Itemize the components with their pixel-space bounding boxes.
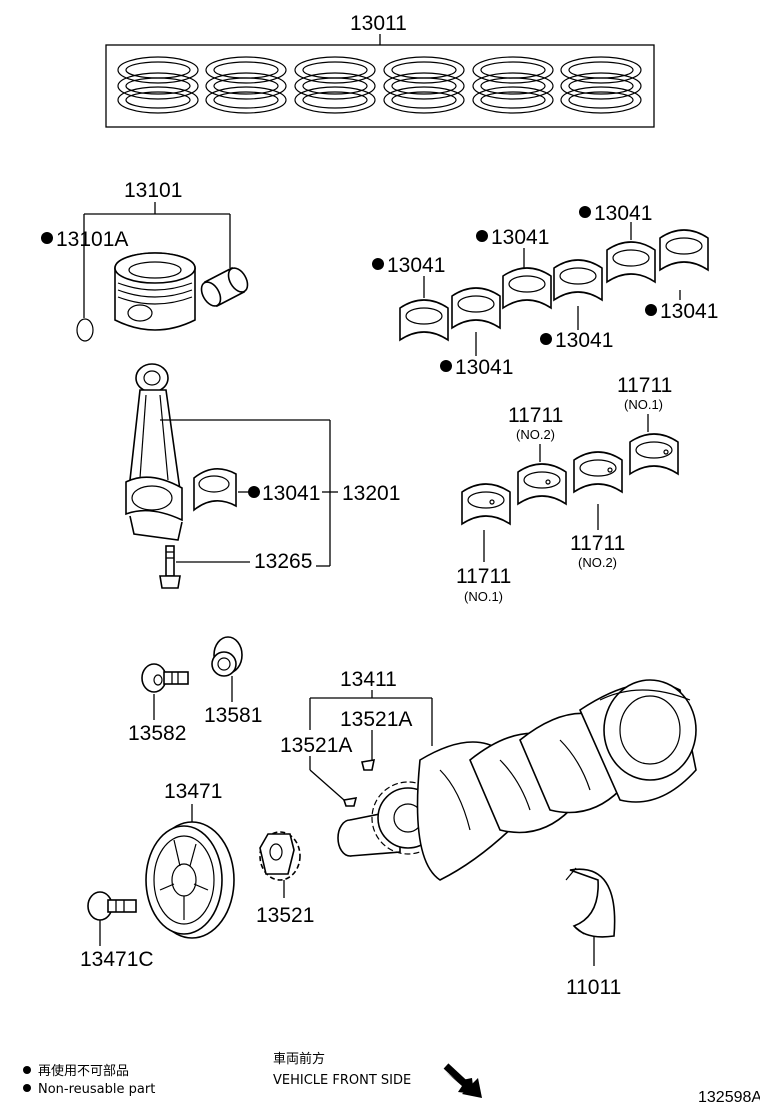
label-11011[interactable]: 11011 (566, 976, 621, 999)
crank-keys (342, 759, 376, 807)
label-13471C[interactable]: 13471C (80, 948, 154, 971)
legend: 再使用不可部品 Non-reusable part 車両前方 VEHICLE F… (23, 1051, 760, 1106)
main-bearings-group: 11711 (NO.1) 11711 (NO.2) 11711 (NO.1) 1… (456, 374, 679, 604)
bolt-13582 (141, 663, 189, 693)
piston-rings (117, 56, 642, 114)
legend-reuse-en: Non-reusable part (38, 1082, 155, 1097)
conrod-bearings-group: 13041 13041 13041 13041 13041 13041 (372, 202, 718, 379)
plate-13581-group: 13581 (204, 636, 262, 727)
crank-pulley (145, 821, 235, 939)
label-13041-a[interactable]: 13041 (387, 254, 445, 277)
label-11711-bottom-right[interactable]: 11711 (570, 532, 625, 555)
piston-pin (200, 266, 249, 308)
label-11711-mid[interactable]: 11711 (508, 404, 563, 427)
label-13041-e[interactable]: 13041 (555, 329, 613, 352)
label-11711-top[interactable]: 11711 (617, 374, 672, 397)
bolt-13582-group: 13582 (128, 663, 189, 745)
piston-group: 13101 13101A (41, 179, 249, 342)
label-13101[interactable]: 13101 (124, 179, 182, 202)
rod-bearing-shell (193, 468, 237, 512)
ring-set-frame (105, 44, 655, 128)
connecting-rod-group: 13041 13201 13265 (125, 363, 400, 589)
label-no1-bottom: (NO.1) (464, 589, 503, 604)
thrust-washer-group: 11011 (565, 867, 621, 999)
label-13581[interactable]: 13581 (204, 704, 262, 727)
legend-front-en: VEHICLE FRONT SIDE (273, 1073, 411, 1088)
label-13101A[interactable]: 13101A (56, 228, 128, 251)
legend-dot-jp (23, 1066, 31, 1074)
figure-ref: 132598A (698, 1089, 760, 1106)
label-13201[interactable]: 13201 (342, 482, 400, 505)
label-13011[interactable]: 13011 (350, 12, 407, 35)
label-no2-bottom: (NO.2) (578, 555, 617, 570)
label-13041-b[interactable]: 13041 (491, 226, 549, 249)
label-13041-d[interactable]: 13041 (660, 300, 718, 323)
connecting-rod (125, 363, 183, 541)
front-arrow-icon (443, 1063, 482, 1098)
label-13582[interactable]: 13582 (128, 722, 186, 745)
label-13521A-upper[interactable]: 13521A (340, 708, 412, 731)
label-13411[interactable]: 13411 (340, 668, 397, 691)
legend-dot-en (23, 1084, 31, 1092)
label-13265[interactable]: 13265 (254, 550, 312, 573)
non-reusable-dot (41, 232, 53, 244)
label-13471[interactable]: 13471 (164, 780, 222, 803)
pulley-bolt (87, 891, 137, 921)
piston (114, 252, 196, 331)
label-13521A-lower[interactable]: 13521A (280, 734, 352, 757)
legend-front-jp: 車両前方 (273, 1051, 325, 1067)
crankshaft (337, 679, 697, 881)
snap-ring (76, 318, 94, 342)
bearing-shells (399, 229, 709, 342)
conrod-bolt (159, 545, 181, 589)
label-no1-top: (NO.1) (624, 397, 663, 412)
label-11711-bottom-left[interactable]: 11711 (456, 565, 511, 588)
label-13041-f[interactable]: 13041 (455, 356, 513, 379)
thrust-washer (565, 867, 616, 938)
plate-13581 (211, 636, 243, 677)
label-13041-rod[interactable]: 13041 (262, 482, 320, 505)
pulley-group: 13471 13471C (80, 780, 235, 971)
label-13521[interactable]: 13521 (256, 904, 314, 927)
crank-timing-gear (259, 831, 301, 881)
main-bearing-shells (461, 433, 679, 526)
legend-reuse-jp: 再使用不可部品 (38, 1063, 129, 1079)
label-13041-c[interactable]: 13041 (594, 202, 652, 225)
crankshaft-group: 13411 13521A 13521A (280, 668, 697, 881)
piston-ring-set-group: 13011 (105, 12, 655, 128)
label-no2-mid: (NO.2) (516, 427, 555, 442)
timing-gear-group: 13521 (256, 831, 314, 927)
